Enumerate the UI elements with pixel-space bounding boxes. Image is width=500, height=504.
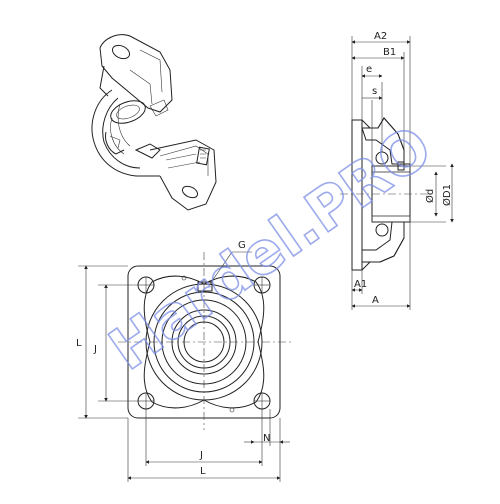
isometric-cutaway-view [91, 34, 217, 211]
dim-label-j-horizontal: J [199, 450, 203, 461]
dim-label-g: G [238, 240, 246, 251]
dim-label-j-vertical: J [93, 344, 97, 355]
side-section-view [340, 36, 454, 310]
dim-label-n: N [263, 433, 270, 444]
dim-label-l-vertical: L [76, 338, 82, 349]
dim-label-d1: ØD1 [441, 184, 453, 206]
dim-label-bore-d: Ød [424, 189, 436, 203]
dim-label-e: e [366, 64, 372, 75]
watermark-text: Hardel.PRO [97, 112, 444, 383]
front-view [78, 251, 292, 482]
dim-label-a: A [372, 295, 379, 306]
bearing-ball-bottom [375, 223, 389, 237]
dim-label-a1: A1 [354, 279, 367, 290]
dim-label-b1: B1 [383, 47, 396, 58]
dim-label-a2: A2 [374, 31, 387, 42]
dim-label-l-horizontal: L [200, 466, 206, 477]
dim-label-s: s [372, 86, 377, 97]
